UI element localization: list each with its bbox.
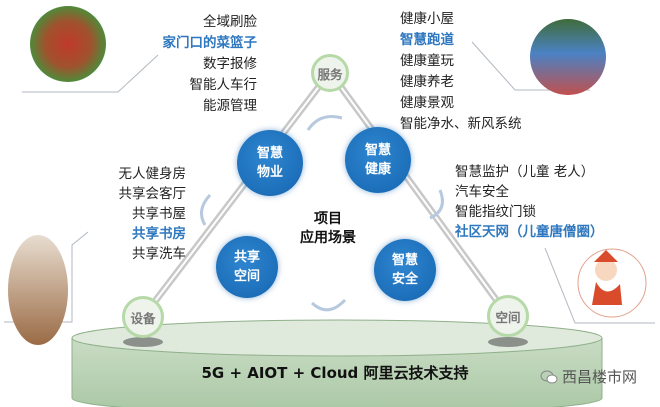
safety-feature-list: 智慧监护（儿童 老人） 汽车安全 智能指纹门锁 社区天网（儿童唐僧圈）	[455, 162, 604, 242]
platform-label: 5G + AIOT + Cloud 阿里云技术支持	[201, 364, 469, 382]
list-item: 智能指纹门锁	[455, 204, 536, 220]
list-item: 智慧跑道	[400, 32, 454, 48]
list-item: 健康景观	[400, 95, 454, 111]
node-space: 空间	[487, 295, 529, 337]
health-feature-list: 健康小屋 智慧跑道 健康童玩 健康养老 健康景观 智能净水、新风系统	[400, 9, 522, 135]
list-item: 数字报修	[203, 56, 257, 72]
list-item: 智能净水、新风系统	[400, 116, 522, 132]
center-title-line: 应用场景	[300, 230, 356, 246]
list-item: 智能人车行	[189, 77, 258, 93]
vegetable-basket-photo	[30, 6, 106, 82]
running-track-photo	[530, 19, 606, 95]
shared-space-list: 无人健身房 共享会客厅 共享书屋 共享书房 共享洗车	[80, 164, 187, 264]
node-device: 设备	[122, 296, 164, 338]
list-item: 共享洗车	[132, 246, 186, 262]
list-item: 社区天网（儿童唐僧圈）	[455, 224, 604, 240]
cycle-arrows	[199, 115, 444, 312]
list-item: 智慧监护（儿童 老人）	[455, 164, 595, 180]
list-item: 共享书屋	[132, 206, 186, 222]
platform-cylinder	[71, 319, 603, 407]
node-service: 服务	[311, 54, 349, 92]
list-item: 能源管理	[203, 98, 257, 114]
tang-monk-cartoon	[577, 248, 647, 318]
reading-room-photo	[8, 235, 68, 345]
property-feature-list: 全域刷脸 家门口的菜篮子 数字报修 智能人车行 能源管理	[120, 12, 258, 117]
list-item: 全域刷脸	[203, 14, 257, 30]
list-item: 家门口的菜篮子	[162, 35, 258, 51]
list-item: 汽车安全	[455, 184, 509, 200]
list-item: 共享会客厅	[118, 186, 187, 202]
watermark: 西昌楼市网	[540, 366, 637, 387]
module-shared-space: 共享 空间	[216, 236, 278, 298]
list-item: 无人健身房	[118, 166, 187, 182]
module-smart-property: 智慧 物业	[237, 130, 303, 196]
list-item: 健康养老	[400, 74, 454, 90]
module-smart-health: 智慧 健康	[345, 127, 411, 193]
list-item: 健康童玩	[400, 53, 454, 69]
wechat-icon	[540, 370, 558, 383]
watermark-text: 西昌楼市网	[562, 368, 638, 386]
module-smart-safety: 智慧 安全	[374, 239, 436, 301]
center-title-line: 项目	[314, 211, 342, 227]
list-item: 健康小屋	[400, 11, 454, 27]
center-title: 项目 应用场景	[288, 210, 368, 248]
list-item: 共享书房	[132, 226, 186, 242]
